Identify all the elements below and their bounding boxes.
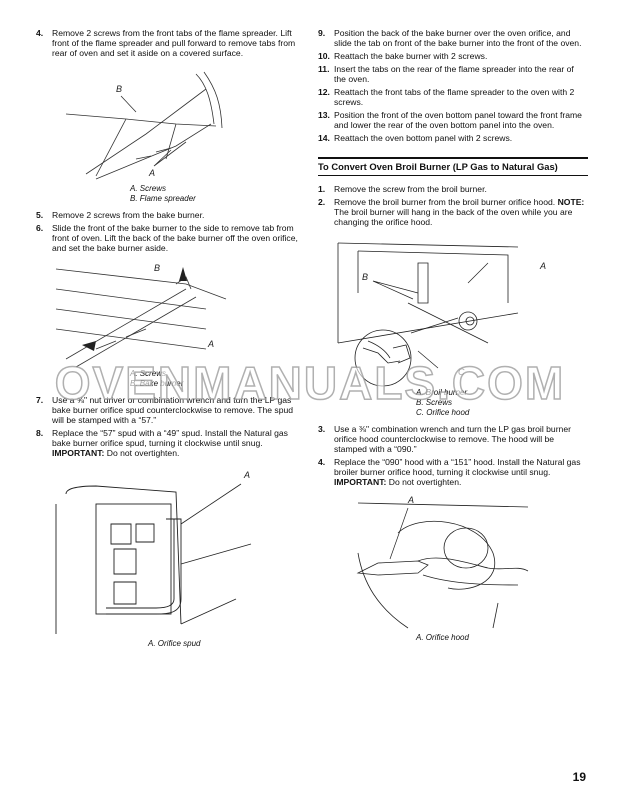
step-8: 8. Replace the “57” spud with a “49” spu… bbox=[36, 428, 288, 458]
label-a: A bbox=[243, 470, 250, 480]
step-5: 5. Remove 2 screws from the bake burner. bbox=[36, 210, 205, 220]
right-column: 9. Position the back of the bake burner … bbox=[318, 28, 588, 649]
label-a: A bbox=[407, 495, 414, 505]
section-heading-broil-burner: To Convert Oven Broil Burner (LP Gas to … bbox=[318, 157, 588, 176]
figure-flame-spreader: B A A. Screws B. Flame spreader bbox=[36, 64, 304, 204]
caption-orifice-spud: A. Orifice spud bbox=[148, 639, 201, 648]
figure-bake-burner: B A A. Screws B. Bake burner bbox=[36, 259, 304, 389]
figure-orifice-hood: A A. Orifice hood bbox=[318, 493, 588, 643]
label-c: C bbox=[458, 367, 465, 377]
step-10: 10. Reattach the bake burner with 2 scre… bbox=[318, 51, 488, 61]
step-14: 14. Reattach the oven bottom panel with … bbox=[318, 133, 513, 143]
figure-orifice-spud: A A. Orifice spud bbox=[36, 464, 304, 649]
caption-orifice-hood: C. Orifice hood bbox=[416, 408, 470, 417]
step-7: 7. Use a ⅝" nut driver or combination wr… bbox=[36, 395, 294, 425]
caption-bake-burner: B. Bake burner bbox=[130, 379, 184, 388]
caption-screws: B. Screws bbox=[416, 398, 453, 407]
figure-broil-burner: B A C A. Broil burner B. Screws C. Orifi… bbox=[318, 233, 588, 418]
broil-step-4: 4. Replace the “090” hood with a “151” h… bbox=[318, 457, 581, 487]
page-number: 19 bbox=[572, 770, 586, 784]
bake-burner-illustration: B A bbox=[55, 263, 227, 368]
step-11: 11. Insert the tabs on the rear of the f… bbox=[318, 64, 574, 84]
step-13: 13. Position the front of the oven botto… bbox=[318, 110, 582, 130]
label-a: A bbox=[207, 339, 214, 349]
label-b: B bbox=[362, 272, 368, 282]
left-column: 4. Remove 2 screws from the front tabs o… bbox=[36, 28, 304, 655]
left-arrow-icon bbox=[82, 341, 96, 351]
step-6: 6. Slide the front of the bake burner to… bbox=[36, 223, 298, 253]
label-b: B bbox=[116, 84, 122, 94]
step-12: 12. Reattach the front tabs of the flame… bbox=[318, 87, 575, 107]
broil-step-1: 1. Remove the screw from the broil burne… bbox=[318, 184, 487, 194]
orifice-hood-illustration: A bbox=[356, 495, 529, 629]
watermark: OVENMANUALS.COM bbox=[54, 357, 566, 409]
step-4: 4. Remove 2 screws from the front tabs o… bbox=[36, 28, 296, 58]
label-a: A bbox=[148, 168, 155, 178]
broil-burner-illustration: B A C bbox=[337, 242, 546, 387]
label-b: B bbox=[154, 263, 160, 273]
caption-broil-burner: A. Broil burner bbox=[416, 388, 468, 397]
flame-spreader-illustration: B A bbox=[65, 71, 223, 180]
caption-screws: A. Screws bbox=[130, 369, 167, 378]
orifice-spud-illustration: A bbox=[55, 470, 252, 634]
broil-step-3: 3. Use a ⅜" combination wrench and turn … bbox=[318, 424, 571, 454]
broil-step-2: 2. Remove the broil burner from the broi… bbox=[318, 197, 585, 227]
caption-flame-spreader: B. Flame spreader bbox=[130, 194, 196, 203]
label-a: A bbox=[539, 261, 546, 271]
step-9: 9. Position the back of the bake burner … bbox=[318, 28, 582, 48]
up-arrow-icon bbox=[179, 267, 187, 281]
caption-orifice-hood: A. Orifice hood bbox=[416, 633, 469, 642]
caption-screws: A. Screws bbox=[130, 184, 167, 193]
